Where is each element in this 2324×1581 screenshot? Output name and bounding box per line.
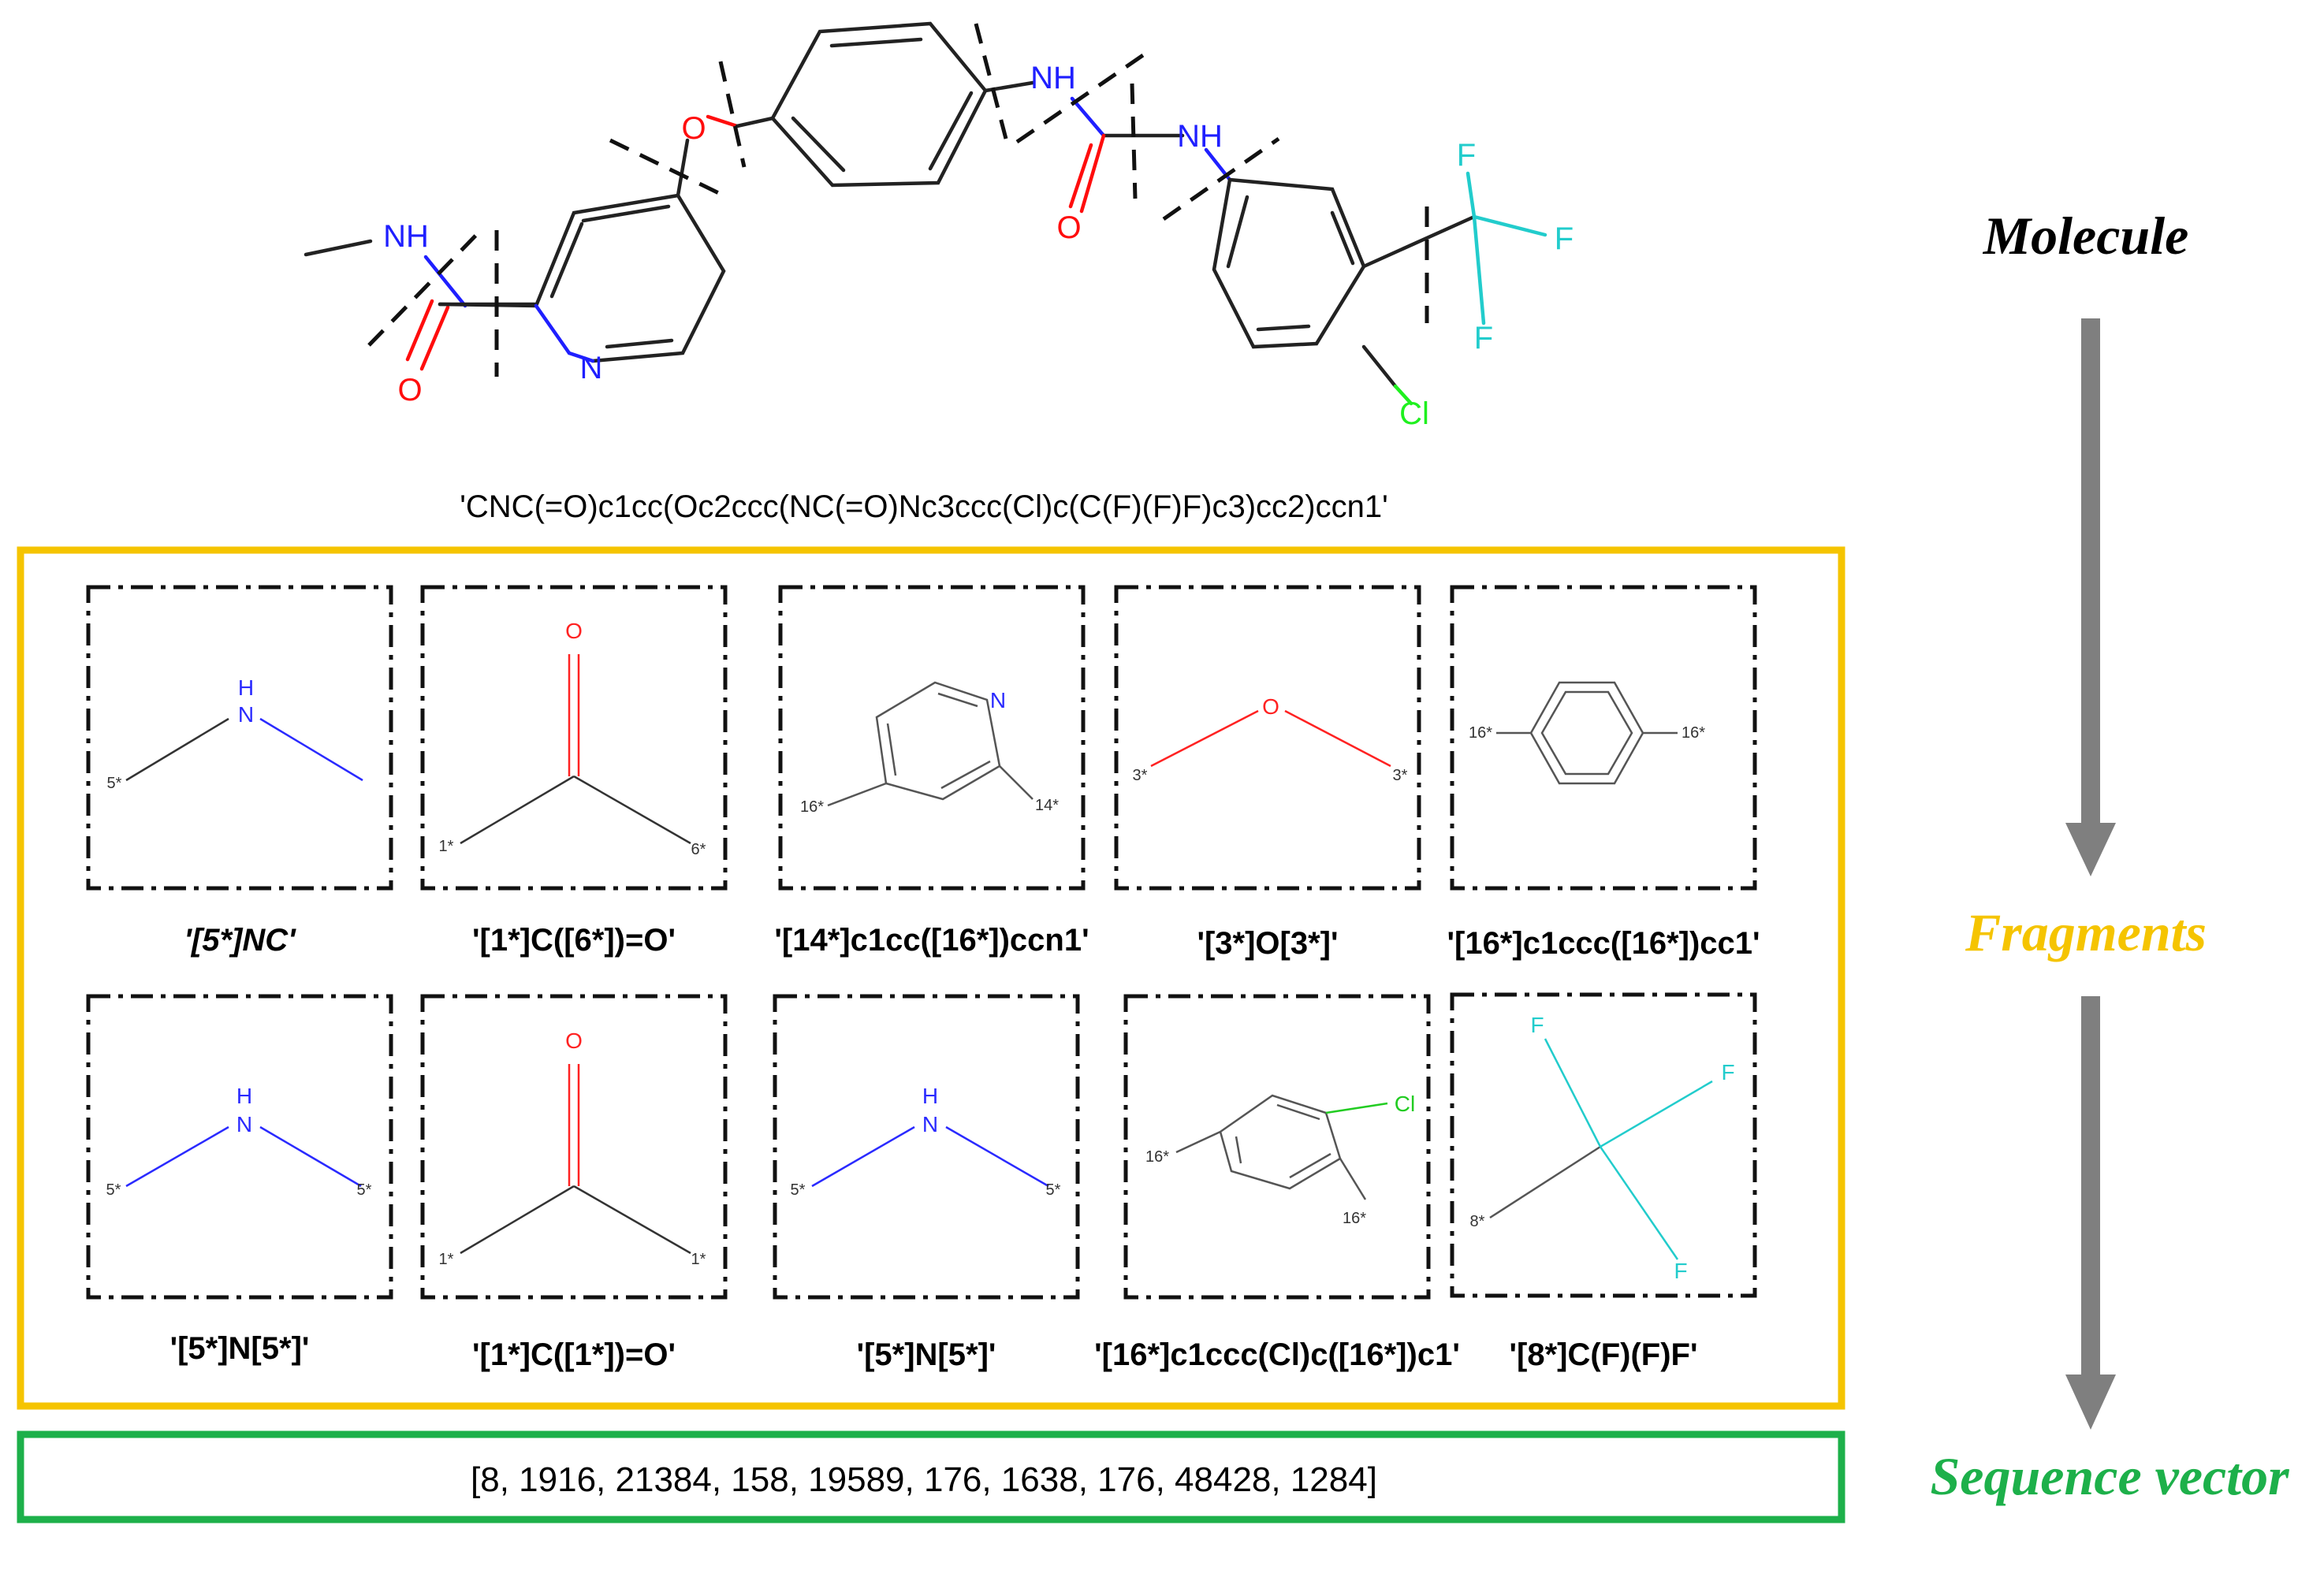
fragment-dummy-label: 16* bbox=[1343, 1210, 1366, 1227]
fragment-boxes bbox=[86, 585, 1757, 1300]
fragment-box bbox=[420, 585, 728, 891]
fragment-box bbox=[86, 585, 393, 891]
fragment-atom-label: Cl bbox=[1395, 1092, 1415, 1116]
fragment-atom-label: F bbox=[1674, 1259, 1687, 1283]
fragment-smiles: '[16*]c1ccc([16*])cc1' bbox=[1447, 926, 1760, 961]
fragment-box bbox=[1114, 585, 1421, 891]
fragment-dummy-label: 16* bbox=[1682, 724, 1705, 742]
molecule-smiles: 'CNC(=O)c1cc(Oc2ccc(NC(=O)Nc3ccc(Cl)c(C(… bbox=[460, 489, 1387, 524]
fragment-smiles: '[16*]c1ccc(Cl)c([16*])c1' bbox=[1094, 1337, 1460, 1372]
arrow-molecule-to-fragments bbox=[2065, 318, 2116, 876]
molecule-atom-o: O bbox=[1056, 210, 1081, 245]
fragment-smiles: '[14*]c1cc([16*])ccn1' bbox=[774, 923, 1089, 958]
molecule-atom-nh: NH bbox=[1177, 119, 1223, 154]
fragment-box bbox=[86, 994, 393, 1300]
molecule-atom-cl: Cl bbox=[1399, 396, 1429, 431]
stage-label-sequence-vector: Sequence vector bbox=[1930, 1446, 2289, 1506]
fragment-smiles: '[1*]C([1*])=O' bbox=[472, 1337, 676, 1372]
fragment-atom-label: H bbox=[236, 1084, 252, 1108]
molecule-structure bbox=[304, 21, 1547, 406]
fragment-smiles: '[5*]N[5*]' bbox=[857, 1337, 996, 1372]
fragment-box bbox=[1450, 992, 1757, 1298]
molecule-atom-n: N bbox=[580, 351, 603, 385]
molecule-atom-f: F bbox=[1555, 221, 1574, 256]
fragment-dummy-label: 5* bbox=[106, 1181, 121, 1199]
fragment-atom-label: N bbox=[990, 688, 1006, 712]
fragment-box bbox=[773, 994, 1080, 1300]
fragment-dummy-label: 3* bbox=[1393, 767, 1408, 784]
fragment-captions: '[5*]NC' '[1*]C([6*])=O' '[14*]c1cc([16*… bbox=[170, 923, 1760, 1372]
fragment-box bbox=[1123, 994, 1431, 1300]
sequence-vector-values: [8, 1916, 21384, 158, 19589, 176, 1638, … bbox=[471, 1460, 1377, 1499]
fragment-dummy-label: 1* bbox=[439, 838, 454, 855]
fragment-atom-label: O bbox=[565, 619, 583, 643]
fragment-dummy-label: 16* bbox=[1145, 1148, 1169, 1166]
cleavage-marks bbox=[367, 23, 1429, 377]
fragment-atom-label: N bbox=[922, 1112, 938, 1136]
fragment-atom-label: O bbox=[565, 1029, 583, 1053]
fragment-dummy-label: 8* bbox=[1470, 1213, 1485, 1230]
fragment-atom-label: F bbox=[1721, 1060, 1734, 1084]
sequence-vector-container bbox=[17, 1430, 1845, 1523]
stage-label-fragments: Fragments bbox=[1965, 902, 2207, 962]
fragments-container bbox=[17, 546, 1845, 1410]
fragment-dummy-label: 1* bbox=[439, 1251, 454, 1268]
fragment-dummy-label: 14* bbox=[1035, 797, 1059, 814]
fragment-atom-label: N bbox=[236, 1112, 252, 1136]
fragment-smiles: '[5*]N[5*]' bbox=[170, 1331, 310, 1366]
fragment-dummy-label: 16* bbox=[1469, 724, 1492, 742]
fragment-dummy-label: 5* bbox=[107, 775, 122, 792]
fragment-dummy-label: 5* bbox=[1046, 1181, 1061, 1199]
fragment-smiles: '[1*]C([6*])=O' bbox=[472, 923, 676, 958]
fragment-structures bbox=[125, 654, 1713, 1260]
fragment-dummy-label: 5* bbox=[357, 1181, 372, 1199]
stage-label-molecule: Molecule bbox=[1983, 206, 2189, 266]
arrow-fragments-to-sequence bbox=[2065, 996, 2116, 1430]
fragment-box bbox=[778, 585, 1086, 891]
fragment-box bbox=[420, 994, 728, 1300]
fragment-smiles: '[8*]C(F)(F)F' bbox=[1510, 1337, 1698, 1372]
molecule-atom-nh: NH bbox=[1030, 61, 1076, 95]
fragment-dummy-label: 16* bbox=[800, 798, 824, 816]
fragment-atom-label: F bbox=[1530, 1013, 1544, 1037]
fragment-atom-label: H bbox=[238, 675, 254, 700]
molecule-atom-labels: NH O N O NH O NH F F F Cl bbox=[383, 61, 1574, 431]
fragment-box bbox=[1450, 585, 1757, 891]
molecule-atom-nh: NH bbox=[383, 219, 429, 254]
molecule-atom-o: O bbox=[681, 111, 706, 146]
fragment-dummy-label: 5* bbox=[791, 1181, 806, 1199]
fragment-dummy-label: 1* bbox=[691, 1251, 706, 1268]
fragment-atom-label: O bbox=[1262, 694, 1279, 719]
fragment-atom-label: H bbox=[922, 1084, 938, 1108]
fragment-atom-labels: H N 5* O 1* 6* N 16* 14* O 3* 3* 16* 16*… bbox=[106, 619, 1735, 1283]
molecule-atom-o: O bbox=[397, 373, 422, 407]
molecule-atom-f: F bbox=[1474, 321, 1493, 355]
fragment-dummy-label: 6* bbox=[691, 841, 706, 858]
fragment-smiles: '[3*]O[3*]' bbox=[1197, 926, 1338, 961]
molecule-atom-f: F bbox=[1457, 138, 1476, 173]
fragment-smiles: '[5*]NC' bbox=[184, 923, 296, 958]
fragment-dummy-label: 3* bbox=[1133, 767, 1148, 784]
fragment-atom-label: N bbox=[238, 702, 254, 727]
